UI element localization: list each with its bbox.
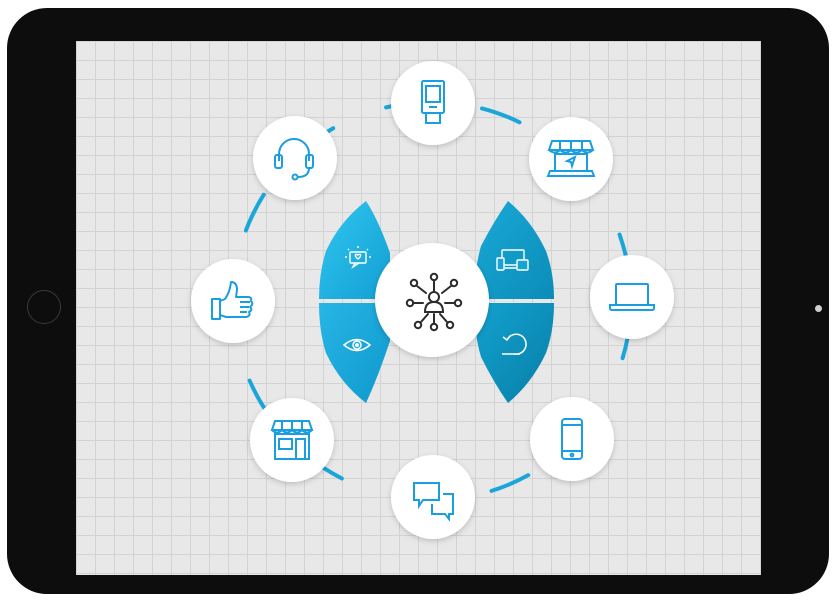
customer-network-icon [405, 272, 463, 332]
omnichannel-diagram [191, 61, 674, 539]
home-button[interactable] [27, 290, 61, 324]
center-hub[interactable] [375, 243, 489, 357]
kiosk-icon [421, 80, 445, 124]
online-store-laptop-icon [546, 140, 596, 177]
feedback-heart-message-icon [345, 246, 371, 270]
camera-dot [815, 305, 822, 312]
channel-node-thumbs-up[interactable] [191, 259, 275, 343]
channel-node-chat[interactable] [391, 455, 475, 539]
headset-icon [274, 138, 314, 181]
smartphone-icon [561, 418, 583, 460]
multi-device-icon [496, 249, 529, 271]
channel-node-smartphone[interactable] [530, 397, 614, 481]
channel-node-headset[interactable] [253, 116, 337, 200]
tablet-screen [76, 41, 761, 575]
segment-top-left-wedge [319, 201, 390, 299]
channel-node-storefront[interactable] [250, 398, 334, 482]
segment-bottom-right-wedge [474, 303, 554, 403]
eye-icon [342, 338, 372, 352]
chat-bubbles-icon [413, 482, 454, 522]
channel-node-laptop[interactable] [590, 255, 674, 339]
channel-node-online-store[interactable] [529, 117, 613, 201]
refresh-cycle-icon [502, 333, 527, 355]
laptop-icon [609, 283, 655, 311]
channel-node-kiosk[interactable] [391, 61, 475, 145]
storefront-icon [270, 420, 314, 460]
inner-segments [319, 201, 554, 403]
segment-bottom-left-wedge [319, 303, 390, 403]
thumbs-up-icon [211, 281, 254, 320]
